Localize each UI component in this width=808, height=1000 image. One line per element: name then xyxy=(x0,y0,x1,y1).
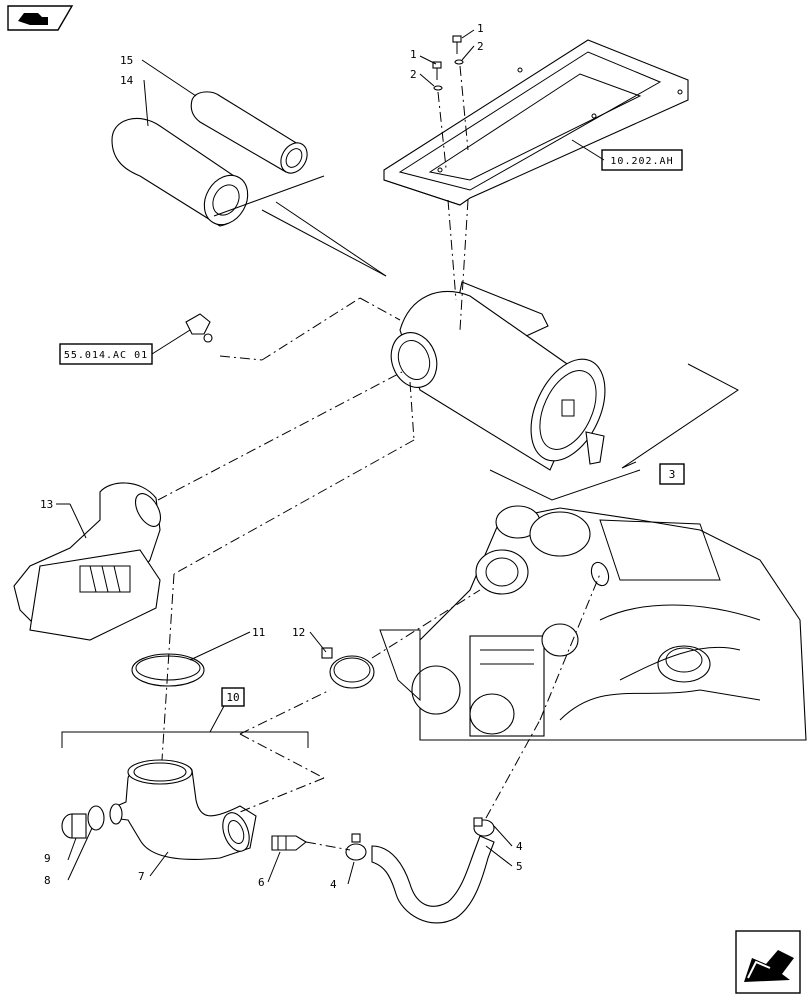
air-filter-housing xyxy=(390,281,606,471)
callout-2: 2 xyxy=(477,40,484,53)
intake-duct xyxy=(13,482,162,641)
breather-hose xyxy=(371,835,495,924)
bolt-lower xyxy=(432,61,443,91)
callout-8: 8 xyxy=(44,874,51,887)
engine-assembly xyxy=(379,505,807,741)
callout-2: 2 xyxy=(410,68,417,81)
sensor-reference-box[interactable]: 55.014.AC 01 xyxy=(59,343,153,365)
small-clamp xyxy=(87,805,105,831)
callout-4: 4 xyxy=(516,840,523,853)
callout-7: 7 xyxy=(138,870,145,883)
next-page-arrow-icon[interactable] xyxy=(735,930,801,994)
callout-11: 11 xyxy=(252,626,265,639)
callout-12: 12 xyxy=(292,626,305,639)
callout-1: 1 xyxy=(410,48,417,61)
hose-clamp-4-right xyxy=(473,817,495,837)
callout-5: 5 xyxy=(516,860,523,873)
callout-3: 3 xyxy=(669,468,676,481)
restriction-sensor xyxy=(185,313,213,343)
hose-clamp-4-left xyxy=(345,833,367,861)
frame-reference-label: 10.202.AH xyxy=(610,156,673,167)
callout-9: 9 xyxy=(44,852,51,865)
callout-13: 13 xyxy=(40,498,53,511)
callout-15: 15 xyxy=(120,54,133,67)
callout-box-10: 10 xyxy=(221,687,245,707)
hose-clamp-small xyxy=(321,647,375,689)
filter-element-secondary xyxy=(190,91,308,174)
callout-10: 10 xyxy=(226,691,239,704)
bolt-upper xyxy=(452,35,464,65)
callout-6: 6 xyxy=(258,876,265,889)
book-navigation-icon[interactable] xyxy=(7,5,74,31)
callout-box-3: 3 xyxy=(659,463,685,485)
callout-14: 14 xyxy=(120,74,134,87)
sensor-reference-label: 55.014.AC 01 xyxy=(64,350,148,361)
filter-element-primary xyxy=(111,117,249,227)
frame-reference-box[interactable]: 10.202.AH xyxy=(601,149,683,171)
hose-clamp-large xyxy=(131,653,205,687)
cap-plug xyxy=(61,813,87,839)
intake-elbow xyxy=(109,759,257,860)
mounting-frame xyxy=(383,39,689,206)
callout-4: 4 xyxy=(330,878,337,891)
callout-1: 1 xyxy=(477,22,484,35)
temperature-sensor xyxy=(271,835,307,851)
